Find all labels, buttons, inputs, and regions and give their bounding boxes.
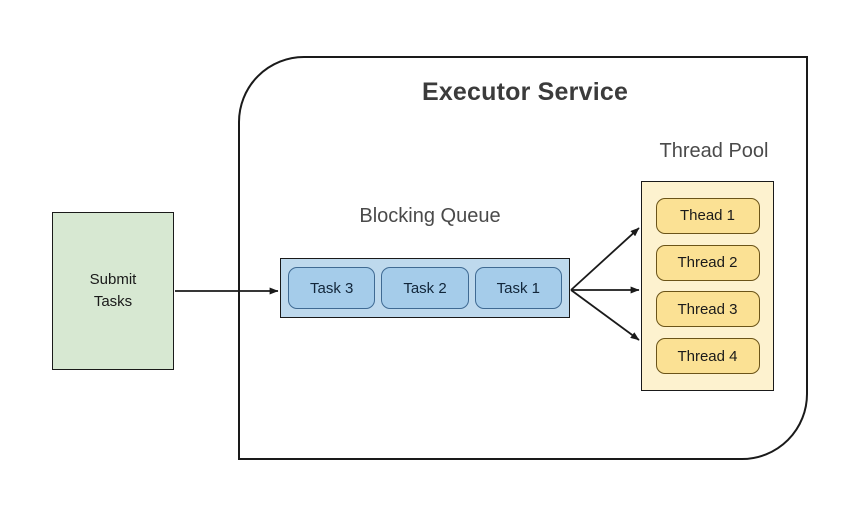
submit-tasks-label: Submit Tasks (89, 271, 137, 310)
blocking-queue-title: Blocking Queue (359, 205, 501, 227)
thread-item-label: Thread 4 (677, 347, 738, 365)
thread-item: Thread 2 (655, 244, 760, 281)
thread-pool-title: Thread Pool (659, 140, 769, 162)
executor-service-container (238, 56, 808, 460)
executor-service-title: Executor Service (421, 78, 629, 106)
thread-item: Thread 4 (655, 338, 760, 375)
task-item: Task 2 (381, 267, 469, 309)
thread-item: Thead 1 (655, 197, 760, 234)
thread-item-label: Thead 1 (679, 207, 736, 225)
thread-item-label: Thread 2 (677, 254, 738, 272)
thread-item: Thread 3 (655, 291, 760, 328)
blocking-queue-container: Task 3 Task 2 Task 1 (280, 258, 570, 318)
task-item-label: Task 2 (403, 279, 447, 297)
thread-item-label: Thread 3 (677, 300, 738, 318)
thread-pool-container: Thead 1 Thread 2 Thread 3 Thread 4 (641, 181, 774, 391)
task-item: Task 3 (288, 267, 376, 309)
submit-tasks-box: Submit Tasks (52, 212, 174, 370)
task-item-label: Task 1 (496, 279, 540, 297)
task-item-label: Task 3 (309, 279, 354, 297)
task-item: Task 1 (474, 267, 562, 309)
